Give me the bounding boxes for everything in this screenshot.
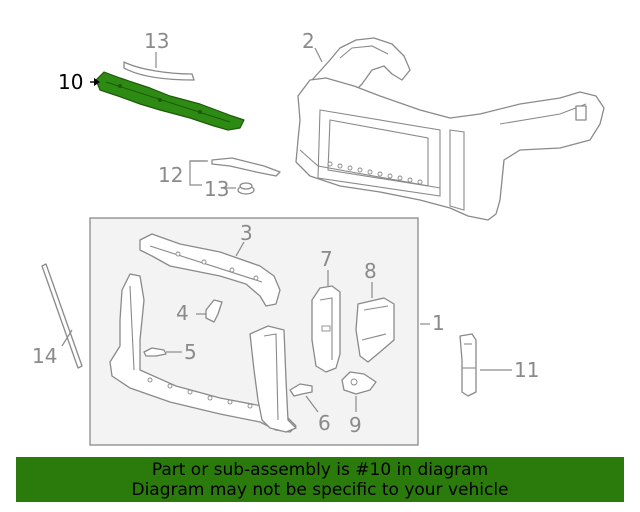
part-13-grommet[interactable]	[237, 182, 255, 195]
label-9: 9	[349, 413, 362, 437]
label-6: 6	[318, 411, 331, 435]
part-8-deflector[interactable]	[355, 297, 395, 363]
part-10-highlighted[interactable]	[95, 71, 245, 131]
label-3: 3	[240, 221, 253, 245]
banner-line-2: Diagram may not be specific to your vehi…	[131, 480, 509, 500]
label-1: 1	[432, 311, 445, 335]
label-2: 2	[302, 29, 315, 53]
label-5: 5	[184, 340, 197, 364]
leader-lines	[61, 47, 512, 413]
label-12: 12	[158, 163, 183, 187]
banner-line-1: Part or sub-assembly is #10 in diagram	[151, 460, 489, 480]
part-9-mount[interactable]	[341, 371, 377, 395]
label-14: 14	[32, 344, 57, 368]
info-banner: Part or sub-assembly is #10 in diagram D…	[16, 457, 624, 502]
part-7-side-panel[interactable]	[311, 285, 341, 373]
part-1-lower-frame[interactable]	[109, 273, 297, 433]
label-10: 10	[58, 70, 83, 94]
label-11: 11	[514, 358, 539, 382]
part-4-bracket[interactable]	[205, 299, 223, 323]
part-13-strip[interactable]	[123, 61, 195, 81]
label-7: 7	[320, 247, 333, 271]
part-3-upper-tie-bar[interactable]	[139, 233, 281, 307]
label-4: 4	[176, 301, 189, 325]
part-14-rod[interactable]	[41, 263, 83, 369]
part-11-bracket[interactable]	[459, 333, 477, 397]
callout-labels: 13 10 2 12 13 3 7 8 1 4 5 14 11 6 9	[32, 29, 539, 437]
label-13-grommet: 13	[204, 177, 229, 201]
part-12-strip[interactable]	[211, 157, 281, 177]
label-13-top: 13	[144, 29, 169, 53]
part-2-radiator-support[interactable]	[295, 37, 605, 221]
label-8: 8	[364, 259, 377, 283]
part-6-bracket[interactable]	[289, 383, 313, 397]
part-5-bracket[interactable]	[143, 347, 167, 357]
